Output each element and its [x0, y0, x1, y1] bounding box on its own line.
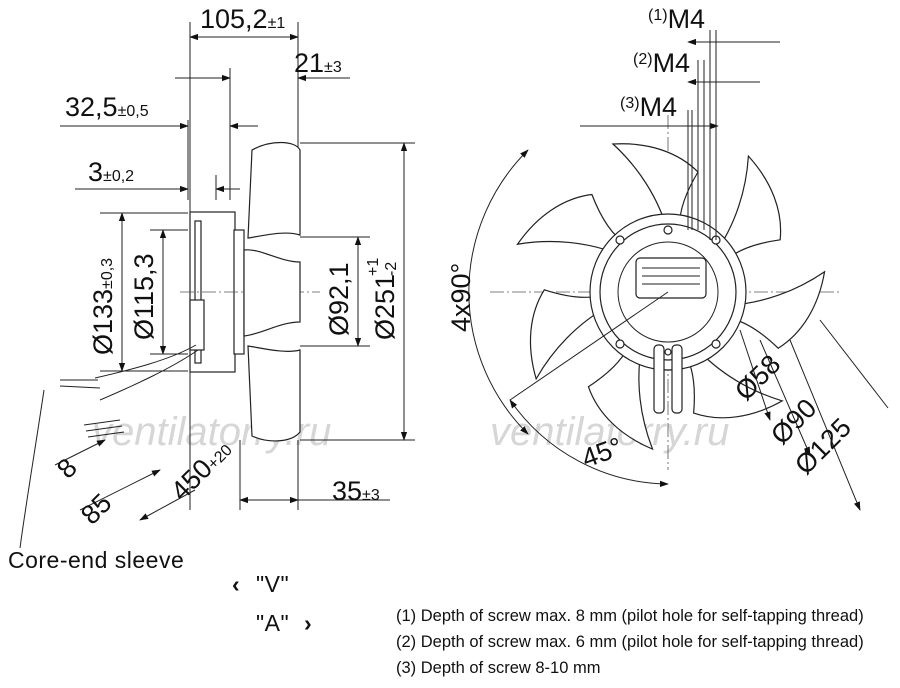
screw-hole-6 — [664, 348, 672, 356]
dim-32-tol: ±0,5 — [118, 103, 149, 120]
svg-text:Ø251: Ø251 — [370, 274, 400, 340]
dim-8: 8 — [51, 452, 83, 484]
cable-gland-1 — [653, 344, 665, 414]
blade-profile-top — [247, 141, 301, 239]
blade-profile-mid — [243, 249, 301, 337]
svg-text:32,5±0,5: 32,5±0,5 — [65, 92, 149, 122]
screw-hole-4 — [711, 339, 721, 349]
thread3: M4 — [640, 92, 678, 122]
dim-92: Ø92,1 — [324, 262, 354, 336]
svg-text:(1)M4: (1)M4 — [648, 4, 705, 34]
svg-text:21±3: 21±3 — [294, 48, 342, 78]
dim-3: 3 — [88, 157, 103, 187]
screw-hole-3 — [615, 339, 625, 349]
note-1: (1) Depth of screw max. 8 mm (pilot hole… — [396, 607, 864, 625]
angle-arc-4x90 — [468, 149, 529, 435]
label-plate — [635, 257, 707, 299]
view-a-arrow: › — [304, 610, 313, 636]
dim-32: 32,5 — [65, 92, 118, 122]
thread3-ref: (3) — [620, 95, 640, 112]
thread2: M4 — [653, 48, 691, 78]
dim-35: 35 — [332, 476, 362, 506]
dim-133: Ø133 — [88, 289, 118, 355]
screw-hole-5 — [663, 225, 673, 235]
svg-text:Ø133±0,3: Ø133±0,3 — [88, 258, 118, 355]
thread1-ref: (1) — [648, 7, 668, 24]
svg-text:(2)M4: (2)M4 — [633, 48, 690, 78]
blade-3 — [725, 270, 826, 349]
angle-4x90: 4x90° — [446, 263, 476, 332]
view-v-label: "V" — [256, 571, 290, 597]
blade-profile-bottom — [247, 345, 301, 442]
svg-text:105,2±1: 105,2±1 — [200, 4, 285, 34]
dim-115: Ø115,3 — [129, 253, 159, 340]
dim-105-tol: ±1 — [268, 15, 286, 32]
blade-7 — [516, 193, 628, 256]
dim-105: 105,2 — [200, 4, 268, 34]
cable-gland-2 — [671, 344, 683, 414]
terminal-box — [189, 299, 205, 351]
blade-4 — [683, 345, 784, 419]
svg-text:35±3: 35±3 — [332, 476, 380, 506]
angle-arc-45 — [509, 399, 669, 488]
sleeve-leader — [19, 389, 45, 549]
side-view: 105,2±1 21±3 32,5±0,5 3±0,2 Ø133±0,3 Ø11… — [19, 4, 415, 549]
note-2: (2) Depth of screw max. 6 mm (pilot hole… — [396, 633, 864, 651]
view-a-label: "A" — [256, 610, 290, 636]
dim-35-tol: ±3 — [362, 487, 380, 504]
cable — [94, 344, 197, 379]
dim-133-tol: ±0,3 — [99, 258, 116, 289]
dim-3-tol: ±0,2 — [103, 168, 134, 185]
view-v-arrow: ‹ — [232, 571, 241, 597]
dim-21-tol: ±3 — [324, 59, 342, 76]
thread2-ref: (2) — [633, 51, 653, 68]
dim-21: 21 — [294, 48, 324, 78]
core-end-sleeve-label: Core-end sleeve — [8, 547, 185, 573]
blade-2 — [713, 154, 782, 264]
blade-1 — [611, 143, 699, 233]
blade-6 — [529, 289, 611, 381]
dim-251: Ø251 — [370, 274, 400, 340]
dim-251-tol-upper: +1 — [365, 258, 382, 276]
screw-hole-1 — [615, 235, 625, 245]
front-view: (1)M4 (2)M4 (3)M4 4x90° 45° Ø58 Ø90 Ø125 — [446, 4, 889, 511]
svg-text:3±0,2: 3±0,2 — [88, 157, 134, 187]
thread1: M4 — [668, 4, 706, 34]
dim-251-tol-lower: -2 — [383, 262, 400, 276]
note-3: (3) Depth of screw 8-10 mm — [396, 659, 601, 677]
svg-text:(3)M4: (3)M4 — [620, 92, 677, 122]
